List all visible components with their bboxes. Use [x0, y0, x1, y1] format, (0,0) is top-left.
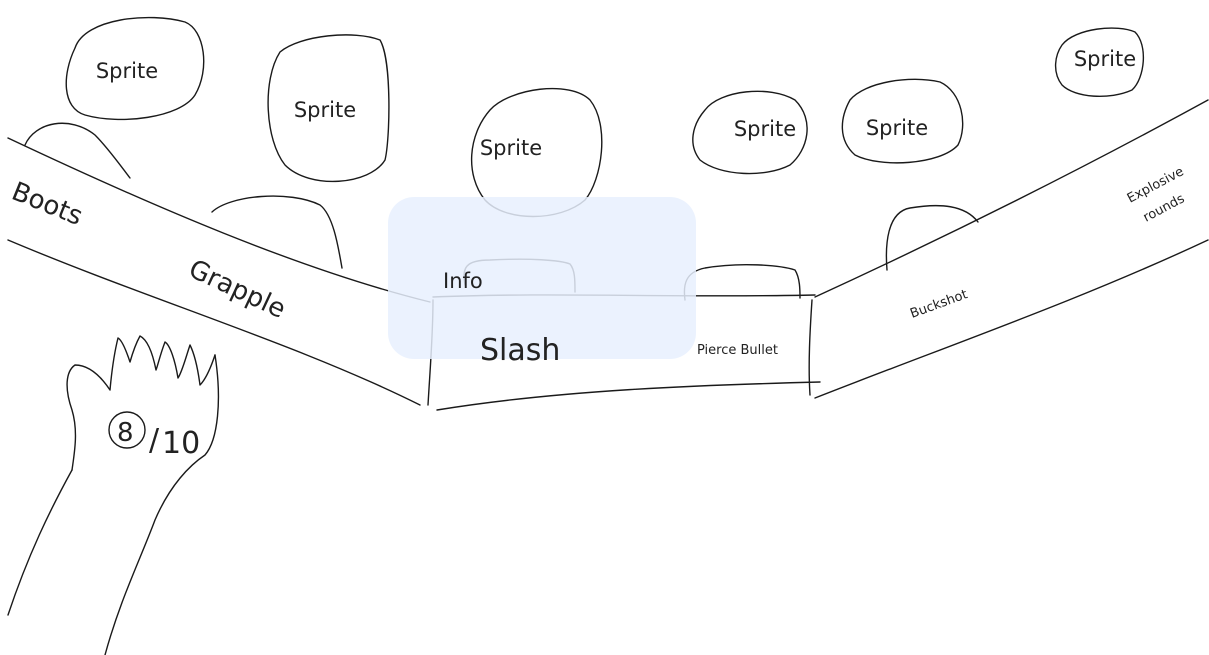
wheel-item-pierce-bullet[interactable]: Pierce Bullet — [697, 343, 778, 358]
sprite-3-label: Sprite — [480, 136, 542, 160]
counter-total: 10 — [162, 426, 200, 461]
info-label: Info — [443, 269, 483, 293]
counter-current-ring — [108, 411, 146, 449]
hand — [7, 335, 220, 655]
sprite-1: Sprite — [65, 16, 205, 121]
sprite-2: Sprite — [267, 34, 390, 183]
sprite-4: Sprite — [692, 90, 808, 175]
wheel-item-boots[interactable]: Boots — [7, 177, 86, 232]
sprite-5: Sprite — [841, 78, 964, 164]
sprite-6: Sprite — [1054, 27, 1145, 98]
sprite-2-label: Sprite — [294, 98, 356, 122]
hand-counter: 8 / 10 — [108, 411, 200, 461]
counter-separator: / — [149, 423, 160, 458]
wheel-item-slash[interactable]: Slash — [480, 333, 560, 368]
sprite-1-label: Sprite — [96, 59, 158, 83]
sprite-6-label: Sprite — [1074, 47, 1136, 71]
counter-current: 8 — [117, 418, 134, 448]
sprite-4-label: Sprite — [734, 117, 796, 141]
wheel-item-buckshot[interactable]: Buckshot — [908, 287, 969, 322]
sprite-5-label: Sprite — [866, 116, 928, 140]
info-panel[interactable] — [388, 197, 696, 359]
